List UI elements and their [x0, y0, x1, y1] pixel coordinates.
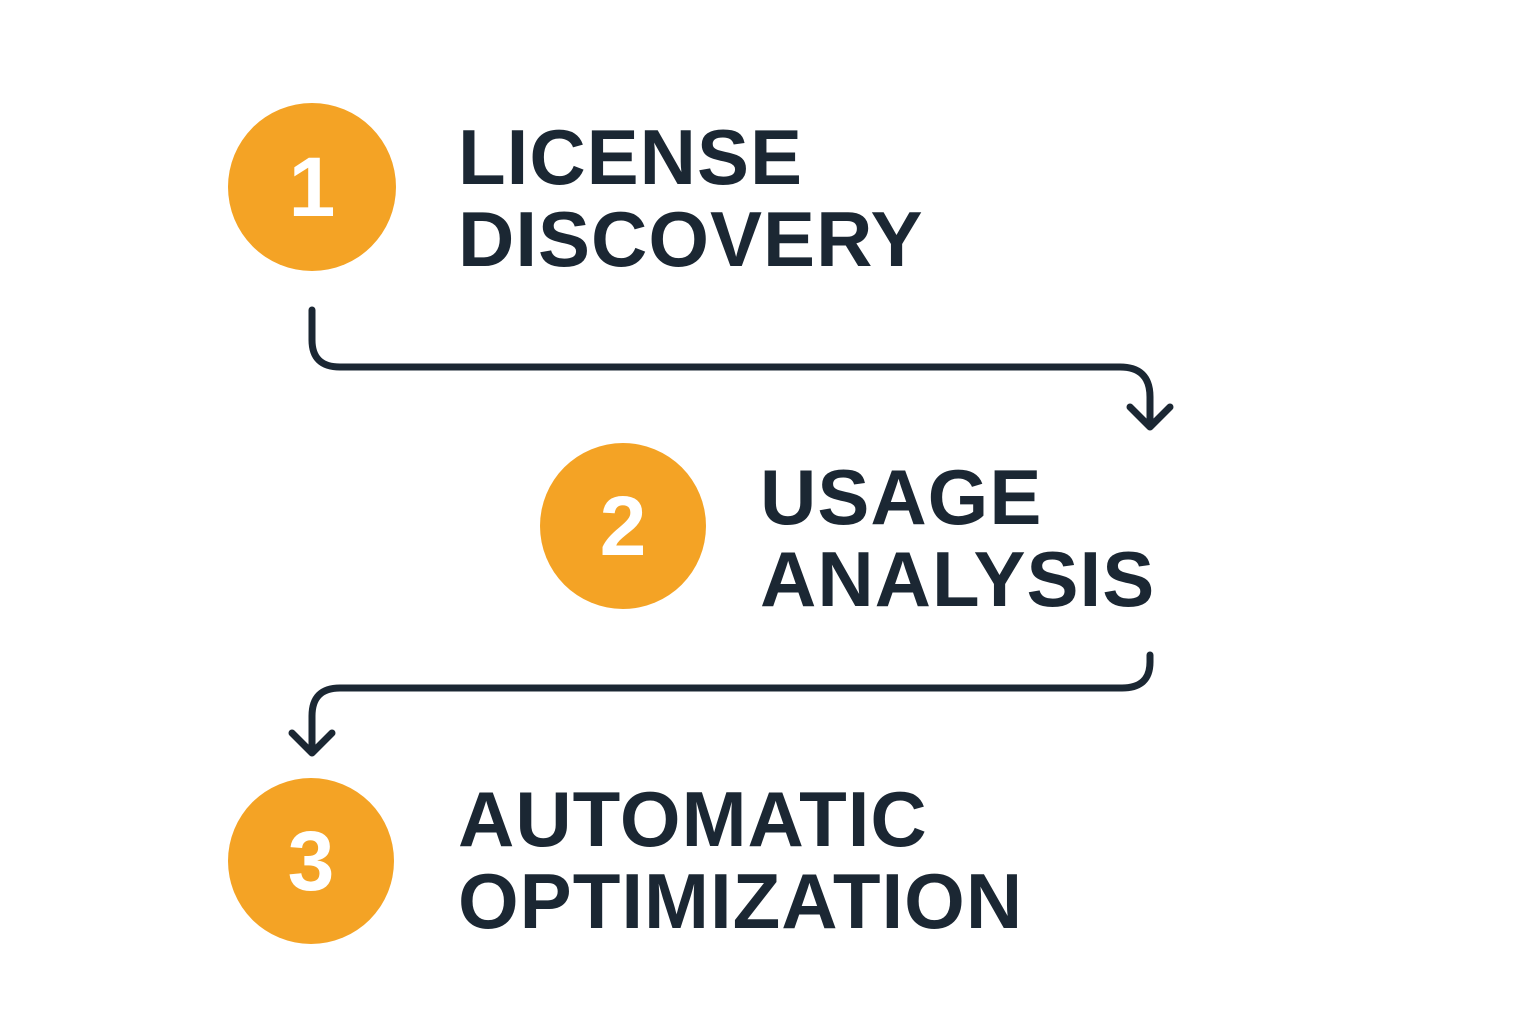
step-2-number-circle: 2 [540, 443, 706, 609]
step-1-number: 1 [288, 140, 336, 234]
step-3-label-line-1: AUTOMATIC [458, 775, 928, 863]
step-3-number-circle: 3 [228, 778, 394, 944]
step-1-label-line-1: LICENSE [458, 113, 804, 201]
step-1-label-line-2: DISCOVERY [458, 195, 924, 283]
connector-arrow-1-to-2 [308, 306, 1174, 431]
step-1-label: LICENSE DISCOVERY [458, 116, 924, 280]
step-2-label-line-2: ANALYSIS [760, 535, 1156, 623]
step-2-number: 2 [599, 479, 647, 573]
step-1-number-circle: 1 [228, 103, 396, 271]
connector-arrow-2-to-3 [288, 651, 1154, 757]
step-3-label: AUTOMATIC OPTIMIZATION [458, 778, 1023, 942]
step-2-label-line-1: USAGE [760, 453, 1043, 541]
step-3-number: 3 [287, 814, 335, 908]
step-3-label-line-2: OPTIMIZATION [458, 857, 1024, 945]
step-2-label: USAGE ANALYSIS [760, 456, 1155, 620]
